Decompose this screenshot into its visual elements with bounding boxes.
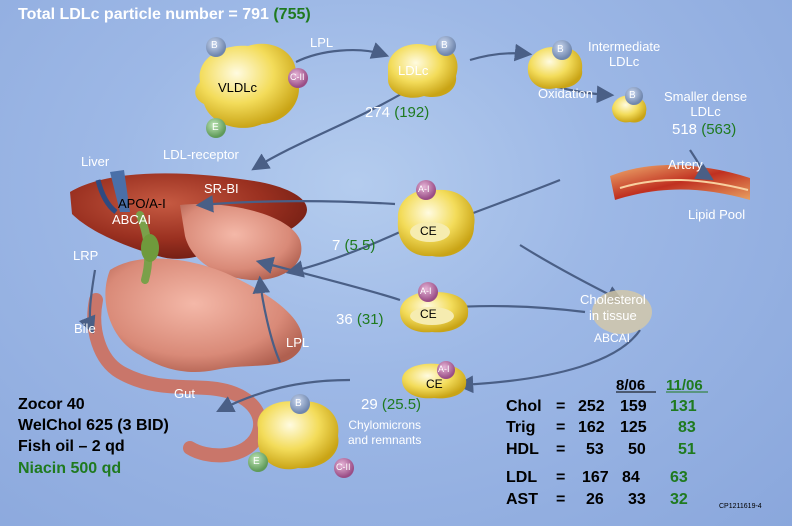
hdl-count-1: 7 (5.5) — [332, 237, 375, 254]
artery-label: Artery — [668, 157, 703, 172]
lab-v3: 51 — [678, 441, 696, 458]
hdl-count-3-value: 29 — [361, 396, 378, 413]
med-welchol: WelChol 625 (3 BID) — [18, 417, 169, 434]
chylomicrons-label: Chylomicrons and remnants — [348, 418, 422, 447]
sdldl-count-prev: (563) — [701, 121, 737, 138]
ldlc-particle — [388, 36, 458, 98]
lab-eq: = — [556, 419, 566, 436]
sr-bi-label: SR-BI — [204, 181, 239, 196]
lab-v1: 162 — [578, 419, 605, 436]
ce-label-2: CE — [420, 307, 437, 321]
lab-v3: 32 — [670, 491, 688, 508]
lab-v1: 252 — [578, 398, 605, 415]
lab-v1: 53 — [586, 441, 604, 458]
med-zocor: Zocor 40 — [18, 396, 85, 413]
apo-a1-label-2: A-I — [420, 286, 432, 296]
apo-b-label-idl: B — [557, 44, 564, 55]
lab-header-date-1: 8/06 — [616, 377, 646, 394]
apo-e-label-chylo: E — [253, 456, 260, 467]
hdl-particle-1 — [397, 180, 475, 257]
apo-b-label-sdldl: B — [629, 90, 636, 101]
lab-name: HDL — [506, 441, 539, 458]
apo-a1-label: APO/A-I — [118, 196, 166, 211]
chylomicron-particle — [248, 394, 354, 478]
apo-b-label-chylo: B — [295, 398, 302, 409]
ldlc-count-prev: (192) — [394, 104, 430, 121]
liver-label: Liver — [81, 154, 110, 169]
lab-name: LDL — [506, 469, 538, 486]
artery-illustration — [610, 164, 750, 200]
med-niacin: Niacin 500 qd — [18, 460, 122, 477]
intermediate-ldlc-particle — [527, 40, 583, 89]
lab-eq: = — [556, 491, 566, 508]
small-dense-ldlc-particle — [612, 87, 647, 123]
title-prev-value: (755) — [273, 6, 311, 23]
tissue-cholesterol-blob — [592, 290, 652, 334]
lab-eq: = — [556, 398, 566, 415]
lab-v1: 167 — [582, 469, 609, 486]
hdl-count-2-prev: (31) — [356, 311, 384, 328]
oxidation-label: Oxidation — [538, 86, 593, 101]
lab-v3: 83 — [678, 419, 696, 436]
bile-label: Bile — [74, 321, 96, 336]
ldlc-count-value: 274 — [365, 104, 391, 121]
ldlc-label: LDLc — [398, 63, 429, 78]
hdl-count-2-value: 36 — [336, 311, 353, 328]
apo-a1-label-3: A-I — [438, 364, 450, 374]
title-value: 791 — [242, 6, 269, 23]
med-fish-oil: Fish oil – 2 qd — [18, 438, 125, 455]
lab-v2: 84 — [622, 469, 640, 486]
lab-name: Chol — [506, 398, 542, 415]
lab-v1: 26 — [586, 491, 604, 508]
hdl-particle-3 — [402, 361, 467, 399]
apo-cii-label-vldl: C-II — [290, 72, 305, 82]
footer-code: CP1211619-4 — [719, 503, 762, 510]
lab-v2: 125 — [620, 419, 647, 436]
sdldl-count: 518 (563) — [672, 121, 736, 138]
lab-v3: 63 — [670, 469, 688, 486]
vldlc-particle — [195, 37, 308, 138]
intermediate-ldlc-label: Intermediate LDLc — [588, 39, 661, 69]
lab-name: AST — [506, 491, 538, 508]
sdldl-count-value: 518 — [672, 121, 698, 138]
ce-label-3: CE — [426, 377, 443, 391]
lab-eq: = — [556, 469, 566, 486]
hdl-count-3-prev: (25.5) — [381, 396, 422, 413]
lab-header-date-2: 11/06 — [666, 377, 703, 394]
lab-eq: = — [556, 441, 566, 458]
ce-label-1: CE — [420, 224, 437, 238]
vldlc-label: VLDLc — [218, 80, 258, 95]
abcai-left-label: ABCAI — [112, 212, 152, 227]
hdl-count-2: 36 (31) — [336, 311, 384, 328]
apo-cii-label-chylo: C-II — [336, 462, 351, 472]
lab-name: Trig — [506, 419, 536, 436]
hdl-count-3: 29 (25.5) — [361, 396, 421, 413]
lab-v2: 50 — [628, 441, 646, 458]
apo-b-label-ldl: B — [441, 40, 448, 51]
lab-v2: 159 — [620, 398, 647, 415]
apo-b-label-vldl: B — [211, 40, 218, 51]
lrp-label: LRP — [73, 248, 99, 263]
ldl-receptor-label: LDL-receptor — [163, 147, 239, 162]
title-text: Total LDLc particle number = — [18, 6, 243, 23]
lipid-pool-label: Lipid Pool — [688, 207, 746, 222]
cholesterol-in-tissue-label: Cholesterol in tissue — [580, 292, 646, 323]
abcai-right-label: ABCAI — [594, 331, 631, 345]
hdl-count-1-value: 7 — [332, 237, 341, 254]
lpl-bottom-label: LPL — [286, 335, 310, 350]
gut-label: Gut — [174, 386, 195, 401]
page-title: Total LDLc particle number = 791 (755) — [18, 6, 311, 24]
ldlc-count: 274 (192) — [365, 104, 429, 121]
apo-e-label-vldl: E — [212, 122, 219, 133]
hdl-count-1-prev: (5.5) — [344, 237, 376, 254]
lab-v3: 131 — [670, 398, 697, 415]
hdl-particle-2 — [400, 282, 469, 333]
lab-v2: 33 — [628, 491, 646, 508]
apo-a1-label-1: A-I — [418, 184, 430, 194]
smaller-dense-ldlc-label: Smaller dense LDLc — [664, 89, 748, 119]
lpl-top-label: LPL — [310, 35, 334, 50]
